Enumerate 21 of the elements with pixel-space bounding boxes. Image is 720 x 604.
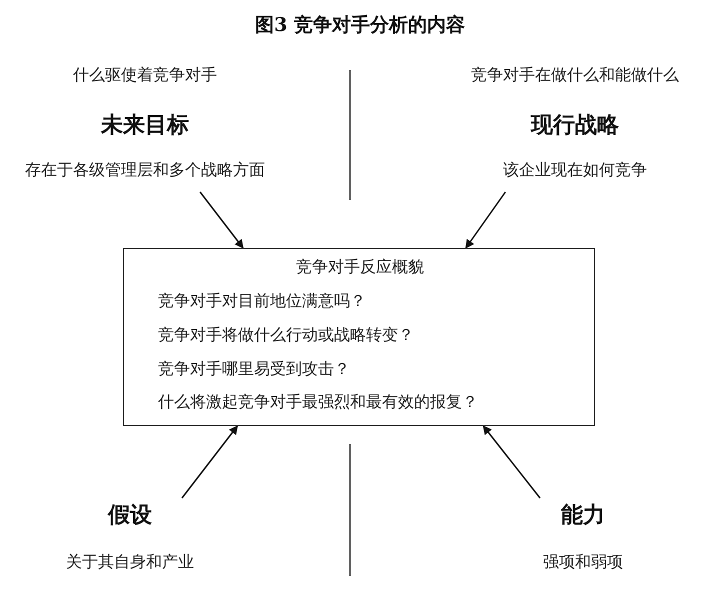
question-text: 竞争对手对目前地位满意吗？	[158, 291, 366, 310]
question-text: 竞争对手将做什么行动或战略转变？	[158, 325, 414, 344]
question-text: 竞争对手哪里易受到攻击？	[158, 359, 350, 378]
description-text: 该企业现在如何竞争	[503, 160, 647, 179]
description-text: 存在于各级管理层和多个战略方面	[25, 160, 265, 179]
description-text: 关于其自身和产业	[66, 552, 194, 571]
description-text: 强项和弱项	[543, 552, 623, 571]
heading: 能力	[561, 502, 605, 528]
heading: 假设	[108, 502, 152, 528]
arrow	[200, 192, 244, 249]
arrow	[465, 192, 506, 249]
heading: 未来目标	[101, 112, 189, 138]
description-text: 什么驱使着竞争对手	[73, 65, 217, 84]
content-box	[123, 248, 595, 426]
heading: 现行战略	[531, 112, 619, 138]
description-text: 竞争对手在做什么和能做什么	[471, 65, 679, 84]
figure-title: 图3 竞争对手分析的内容	[254, 13, 466, 38]
arrow	[181, 425, 238, 498]
arrow	[482, 425, 541, 498]
question-text: 什么将激起竞争对手最强烈和最有效的报复？	[158, 392, 478, 411]
box-heading: 竞争对手反应概貌	[296, 257, 424, 276]
